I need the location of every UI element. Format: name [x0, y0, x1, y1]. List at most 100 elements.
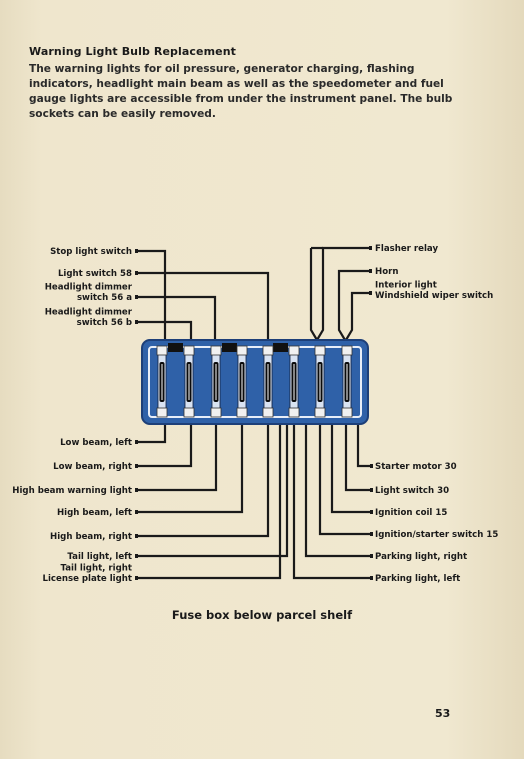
- fuse-box-clip: [222, 343, 237, 352]
- fuse-terminal-bottom: [156, 407, 168, 418]
- wire-terminal: [135, 510, 138, 514]
- label-bottom-left-6: License plate light: [43, 574, 133, 584]
- fuse-2: [183, 345, 195, 418]
- page-number: 53: [435, 707, 451, 720]
- wire-bottom-right-0: [356, 424, 371, 468]
- section-title: Warning Light Bulb Replacement: [29, 45, 236, 58]
- wire-bottom-left-2: [136, 424, 218, 492]
- wire-terminal: [135, 554, 138, 558]
- wire-top-left-0: [136, 249, 167, 340]
- wire-bottom-right-1: [344, 424, 371, 492]
- wire-top-right-0a: [316, 246, 371, 341]
- label-top-right-1: Horn: [375, 267, 398, 277]
- fuse-8: [341, 345, 353, 418]
- fuse-5: [262, 345, 274, 418]
- label-bottom-right-3: Ignition/starter switch 15: [375, 530, 498, 540]
- wire-terminal: [370, 554, 373, 558]
- wire-bottom-right-4: [304, 424, 371, 558]
- label-top-right-0: Flasher relay: [375, 244, 438, 254]
- label-bottom-right-4: Parking light, right: [375, 552, 467, 562]
- fuse-3: [210, 345, 222, 418]
- fuse-terminal-top: [288, 345, 300, 356]
- fuse-box-housing: [141, 339, 369, 425]
- wire-terminal: [369, 291, 372, 295]
- wires: [135, 246, 373, 580]
- wire-terminal: [369, 246, 372, 250]
- fuse-terminal-top: [314, 345, 326, 356]
- fuse-terminal-top: [183, 345, 195, 356]
- label-bottom-right-5: Parking light, left: [375, 574, 460, 584]
- label-bottom-left-6: Tail light, right: [60, 564, 132, 574]
- wire-terminal: [135, 249, 138, 253]
- fuse-terminal-bottom: [288, 407, 300, 418]
- label-top-right-2: Windshield wiper switch: [375, 291, 493, 301]
- fuse-1: [156, 345, 168, 418]
- label-top-left-2: switch 56 a: [77, 293, 132, 303]
- wire-bottom-left-0: [136, 424, 167, 444]
- fuse-terminal-top: [156, 345, 168, 356]
- fuse-box: [141, 339, 369, 425]
- wire-top-right-0b: [309, 248, 318, 341]
- label-bottom-left-2: High beam warning light: [12, 486, 132, 496]
- wire-terminal: [370, 488, 373, 492]
- fuse-terminal-bottom: [183, 407, 195, 418]
- wire-top-left-3: [136, 320, 193, 340]
- fuse-terminal-bottom: [341, 407, 353, 418]
- wire-bottom-right-5: [292, 424, 371, 580]
- wire-terminal: [370, 532, 373, 536]
- label-bottom-left-3: High beam, left: [57, 508, 132, 518]
- fuse-box-inner-frame: [148, 346, 362, 418]
- fuse-7: [314, 345, 326, 418]
- label-bottom-left-5: Tail light, left: [67, 552, 132, 562]
- wire-terminal: [135, 576, 138, 580]
- wire-terminal: [370, 464, 373, 468]
- wire-terminal: [135, 320, 138, 324]
- wire-bottom-left-1: [136, 424, 193, 468]
- fuse-terminal-top: [262, 345, 274, 356]
- wire-terminal: [135, 295, 138, 299]
- label-bottom-left-4: High beam, right: [50, 532, 132, 542]
- label-top-left-2: Headlight dimmer: [45, 283, 133, 293]
- wire-bottom-right-2: [330, 424, 371, 514]
- fuse-terminal-top: [341, 345, 353, 356]
- wire-terminal: [135, 440, 138, 444]
- wire-terminal: [370, 576, 373, 580]
- label-bottom-right-1: Light switch 30: [375, 486, 449, 496]
- diagram-caption: Fuse box below parcel shelf: [171, 608, 353, 622]
- wire-bottom-left-6: [136, 424, 282, 580]
- fuse-6: [288, 345, 300, 418]
- wire-terminal: [135, 464, 138, 468]
- wire-terminal: [135, 534, 138, 538]
- wire-top-right-1: [337, 269, 371, 341]
- fuse-4: [236, 345, 248, 418]
- label-top-right-2: Interior light: [375, 281, 437, 291]
- fuse-terminal-bottom: [314, 407, 326, 418]
- label-bottom-left-1: Low beam, right: [53, 462, 132, 472]
- wire-top-right-2: [345, 291, 371, 341]
- fuse-terminal-top: [210, 345, 222, 356]
- fuse-terminal-bottom: [236, 407, 248, 418]
- wire-bottom-left-5: [136, 424, 289, 558]
- fuse-terminal-bottom: [262, 407, 274, 418]
- fuse-terminal-top: [236, 345, 248, 356]
- fuse-terminal-bottom: [210, 407, 222, 418]
- label-bottom-left-0: Low beam, left: [60, 438, 132, 448]
- label-top-left-3: switch 56 b: [77, 318, 132, 328]
- wire-terminal: [135, 488, 138, 492]
- fuse-box-clip: [273, 343, 288, 352]
- wire-terminal: [370, 510, 373, 514]
- wire-bottom-left-4: [136, 424, 270, 538]
- label-top-left-1: Light switch 58: [58, 269, 132, 279]
- fuse-box-clip: [168, 343, 183, 352]
- section-body: The warning lights for oil pressure, gen…: [29, 63, 453, 120]
- wire-bottom-right-3: [318, 424, 371, 536]
- wire-top-left-2: [136, 295, 217, 340]
- label-top-left-3: Headlight dimmer: [45, 308, 133, 318]
- label-top-left-0: Stop light switch: [50, 247, 132, 257]
- wire-bottom-left-3: [136, 424, 244, 514]
- wire-terminal: [135, 271, 138, 275]
- wire-terminal: [369, 269, 372, 273]
